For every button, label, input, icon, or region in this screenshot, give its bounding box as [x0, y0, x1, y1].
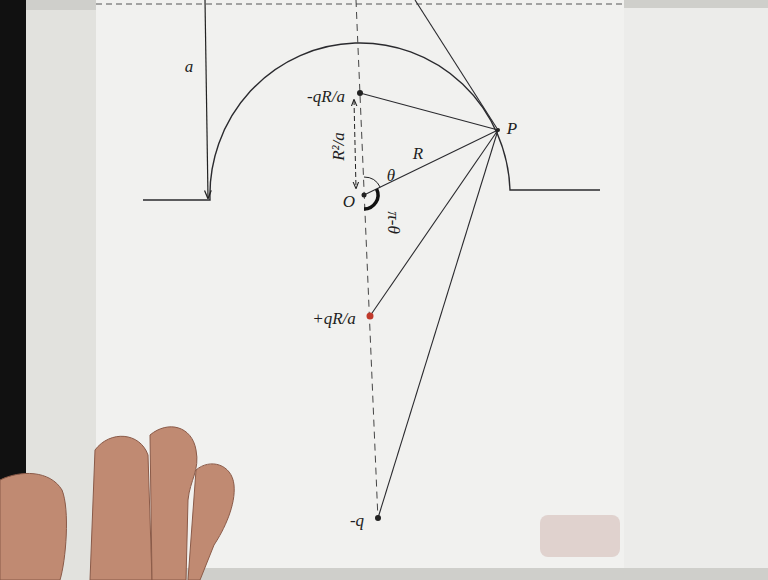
- origin-point: [362, 193, 367, 198]
- angle-arc: [364, 177, 380, 187]
- origin-label: O: [343, 193, 355, 210]
- distance-line: [360, 93, 498, 130]
- tangent-line: [415, 0, 498, 130]
- angle-label: π-θ: [385, 211, 402, 234]
- point-charge: [375, 515, 381, 521]
- paper-sheet: [600, 8, 768, 568]
- hand: [0, 427, 234, 580]
- dimension-arrow: [205, 0, 208, 198]
- distance-line: [370, 130, 498, 316]
- angle-arc: [364, 189, 378, 209]
- conductor-outline: [143, 43, 600, 200]
- point-label: P: [507, 120, 517, 137]
- paper-edge: [96, 4, 624, 5]
- angle-label: θ: [387, 167, 395, 184]
- radius-line: [364, 130, 498, 195]
- dimension-label: R²/a: [330, 132, 347, 161]
- dimension-arrow: [354, 100, 356, 188]
- dimension-label: a: [185, 58, 194, 75]
- charge-label: +qR/a: [312, 310, 356, 327]
- image-charge: [357, 90, 363, 96]
- smudge: [540, 515, 620, 557]
- symmetry-axis: [356, 0, 378, 520]
- charge-label: -q: [350, 512, 364, 529]
- charge-label: -qR/a: [307, 88, 345, 105]
- field-point: [496, 128, 500, 132]
- radius-label: R: [413, 145, 423, 162]
- image-charge: [367, 313, 374, 320]
- distance-line: [378, 130, 498, 518]
